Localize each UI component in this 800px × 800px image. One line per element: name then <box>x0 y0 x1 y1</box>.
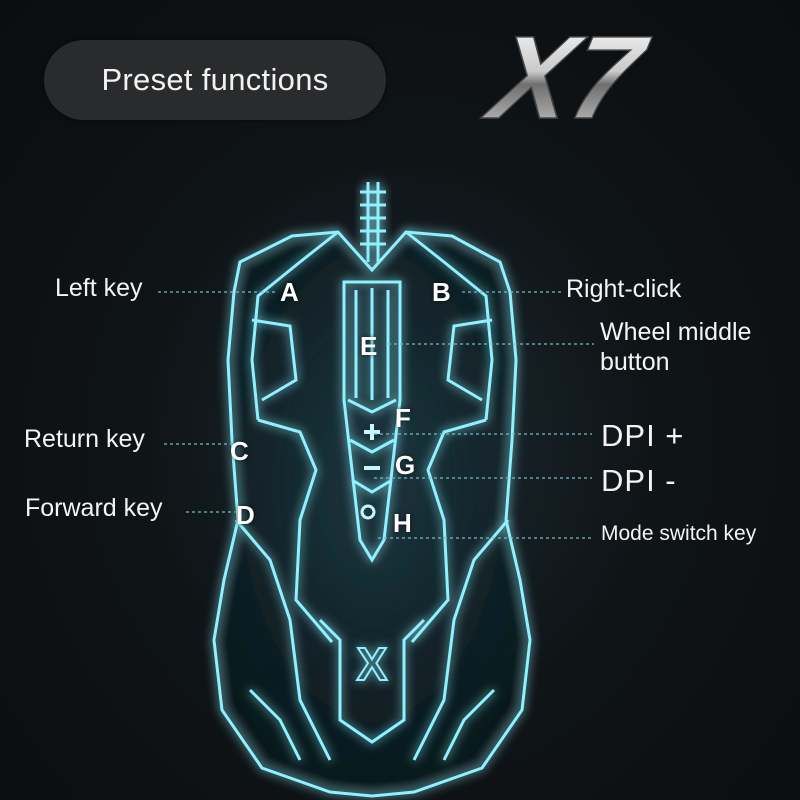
dpi-plus-glyph <box>364 424 380 440</box>
label-dpi-minus: DPI - <box>601 463 677 498</box>
mouse-cable <box>360 182 386 262</box>
x7-logo-graphic: X7 <box>478 24 659 129</box>
label-left-key: Left key <box>55 274 143 302</box>
mouse-panels <box>234 230 510 761</box>
label-mode-switch-key: Mode switch key <box>601 522 757 545</box>
button-letter-a: A <box>280 277 299 307</box>
preset-functions-header: Preset functions <box>44 40 386 120</box>
button-letter-b: B <box>432 277 451 307</box>
button-letter-e: E <box>360 331 378 361</box>
button-letter-c: C <box>230 436 249 466</box>
mouse-x-logo: X <box>357 638 388 690</box>
label-dpi-plus: DPI + <box>601 418 685 453</box>
button-letter-h: H <box>393 508 412 538</box>
x7-logo: X7 <box>478 24 778 129</box>
x7-logo-text: X7 <box>478 24 658 129</box>
label-right-click: Right-click <box>566 275 682 303</box>
button-letter-d: D <box>236 500 255 530</box>
label-wheel-middle-line2: button <box>600 348 670 376</box>
label-return-key: Return key <box>24 425 145 453</box>
label-forward-key: Forward key <box>25 494 163 522</box>
header-title: Preset functions <box>101 62 329 97</box>
button-letter-g: G <box>395 450 416 480</box>
leader-lines <box>158 291 594 539</box>
mode-switch-glyph <box>360 504 376 520</box>
button-letter-f: F <box>395 403 411 433</box>
label-wheel-middle-line1: Wheel middle <box>600 318 752 346</box>
